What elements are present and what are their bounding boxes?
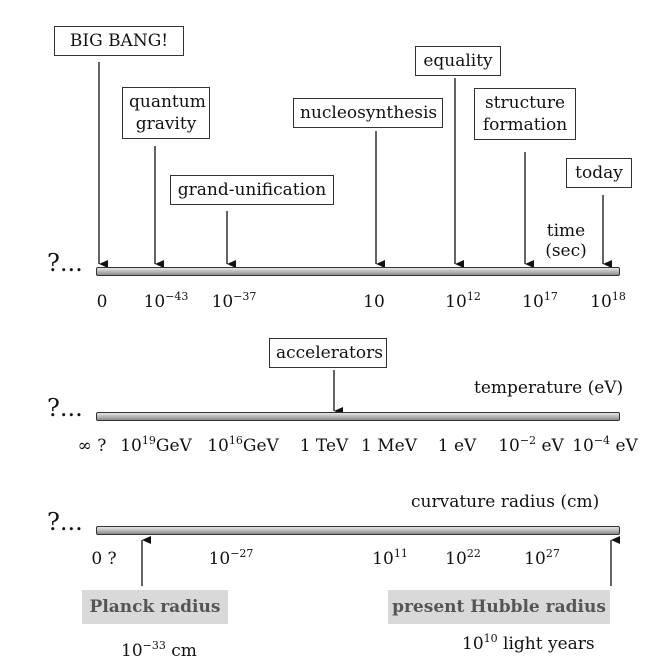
- time-tick: 1018: [590, 290, 626, 312]
- event-grand-unification-label: grand-unification: [177, 180, 327, 200]
- temperature-tick: 1 MeV: [361, 436, 417, 456]
- time-tick: 1012: [445, 290, 481, 312]
- curvature-tick: 1022: [445, 547, 481, 569]
- event-structure-formation-line1: structure: [484, 93, 566, 113]
- event-nucleosynthesis: nucleosynthesis: [293, 98, 443, 128]
- temperature-axis-label: temperature (eV): [474, 378, 624, 398]
- time-tick: 10: [363, 292, 385, 312]
- temperature-tick: ∞ ?: [77, 436, 107, 456]
- curvature-tick: 1011: [372, 547, 408, 569]
- event-big-bang-label: BIG BANG!: [69, 31, 169, 51]
- event-quantum-gravity-line1: quantum: [129, 92, 206, 112]
- temperature-tick: 1 TeV: [299, 436, 349, 456]
- event-grand-unification: grand-unification: [170, 175, 334, 205]
- event-accelerators-label: accelerators: [276, 343, 383, 363]
- temperature-tick: 10−2 eV: [498, 434, 564, 456]
- temperature-tick: 10−4 eV: [572, 434, 638, 456]
- time-tick: 0: [96, 292, 108, 312]
- curvature-axis-bar: [96, 526, 620, 535]
- event-nucleosynthesis-label: nucleosynthesis: [300, 103, 438, 123]
- planck-radius-value: 10−33 cm: [121, 639, 197, 661]
- time-axis-label: time (sec): [541, 221, 591, 261]
- time-tick: 1017: [522, 290, 558, 312]
- hubble-radius-label: present Hubble radius: [388, 590, 610, 624]
- curvature-axis-unknown: ?...: [47, 508, 83, 536]
- time-axis-label-line2: (sec): [545, 241, 587, 261]
- curvature-axis-label: curvature radius (cm): [411, 492, 600, 512]
- event-accelerators: accelerators: [269, 338, 387, 368]
- event-equality: equality: [415, 46, 501, 76]
- event-today: today: [566, 158, 632, 188]
- event-big-bang: BIG BANG!: [54, 26, 184, 56]
- temperature-tick: 1 eV: [437, 436, 477, 456]
- temperature-tick: 1016GeV: [207, 434, 279, 456]
- time-tick: 10−37: [211, 290, 257, 312]
- event-structure-formation-line2: formation: [482, 115, 568, 135]
- event-today-label: today: [575, 163, 623, 183]
- time-tick: 10−43: [143, 290, 189, 312]
- event-equality-label: equality: [423, 51, 493, 71]
- time-axis-label-line1: time: [546, 221, 586, 241]
- event-structure-formation: structure formation: [474, 88, 576, 140]
- time-axis-unknown: ?...: [47, 249, 83, 277]
- curvature-tick: 1027: [524, 547, 560, 569]
- hubble-radius-value: 1010 light years: [462, 632, 595, 654]
- time-axis-bar: [96, 267, 620, 276]
- event-quantum-gravity-line2: gravity: [135, 114, 197, 134]
- event-quantum-gravity: quantum gravity: [122, 87, 210, 139]
- curvature-tick: 10−27: [208, 547, 254, 569]
- planck-radius-label: Planck radius: [82, 590, 228, 624]
- temperature-tick: 1019GeV: [120, 434, 192, 456]
- temperature-axis-unknown: ?...: [47, 394, 83, 422]
- curvature-tick: 0 ?: [91, 549, 117, 569]
- temperature-axis-bar: [96, 412, 620, 421]
